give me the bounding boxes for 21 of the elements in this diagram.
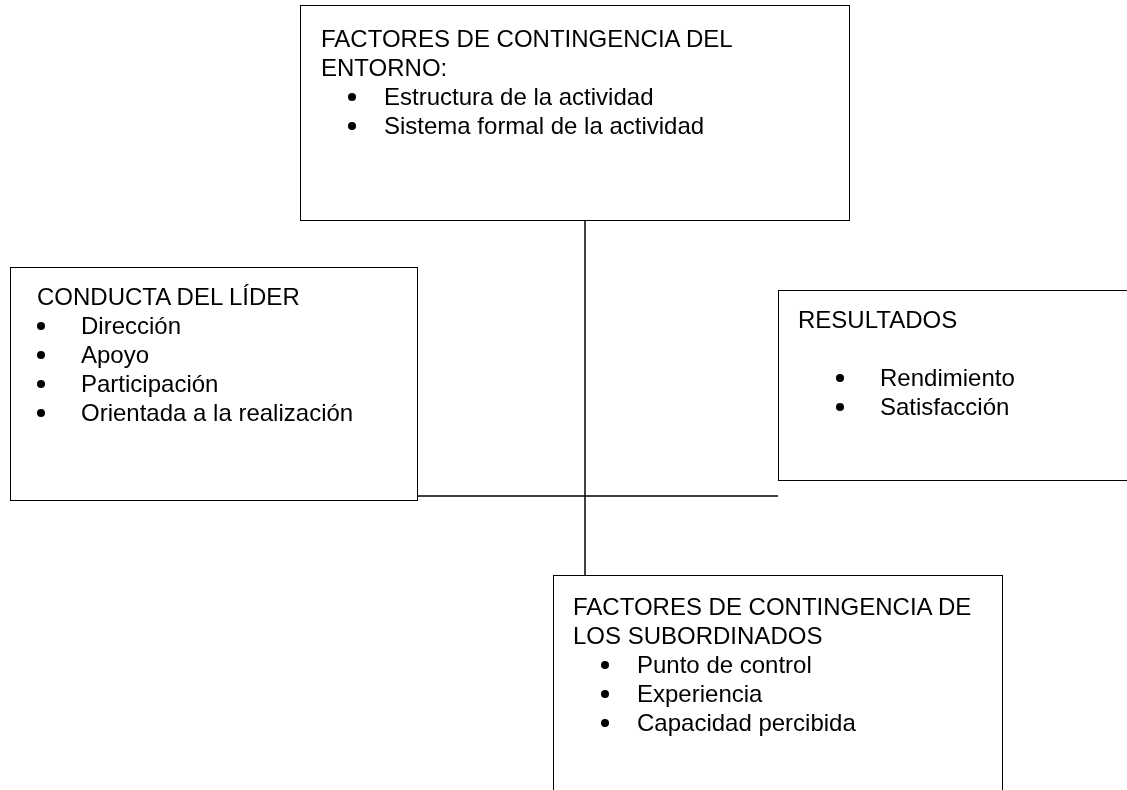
text-box bbox=[553, 575, 1003, 790]
bullet-item: Experiencia bbox=[637, 679, 763, 708]
box-heading: CONDUCTA DEL LÍDER bbox=[37, 282, 301, 311]
bullet-item: Rendimiento bbox=[880, 363, 1015, 392]
text-box bbox=[10, 267, 418, 501]
bullet-item: Punto de control bbox=[637, 650, 812, 679]
bullet-item: Capacidad percibida bbox=[637, 708, 856, 737]
text-box bbox=[300, 5, 850, 221]
bullet-item: Satisfacción bbox=[880, 392, 1010, 421]
bullet-item: Dirección bbox=[81, 311, 182, 340]
box-heading: RESULTADOS bbox=[798, 305, 959, 334]
box-heading: FACTORES DE CONTINGENCIA DE LOS SUBORDINADOS bbox=[573, 592, 973, 650]
bullet-item: Sistema formal de la actividad bbox=[384, 111, 705, 140]
text-box bbox=[778, 290, 1127, 481]
connector-line bbox=[417, 495, 779, 497]
bullet-item: Participación bbox=[81, 369, 219, 398]
bullet-item: Orientada a la realización bbox=[81, 398, 354, 427]
box-heading: FACTORES DE CONTINGENCIA DEL ENTORNO: bbox=[321, 24, 733, 82]
bullet-item: Apoyo bbox=[81, 340, 150, 369]
connector-line bbox=[584, 220, 586, 576]
bullet-item: Estructura de la actividad bbox=[384, 82, 654, 111]
